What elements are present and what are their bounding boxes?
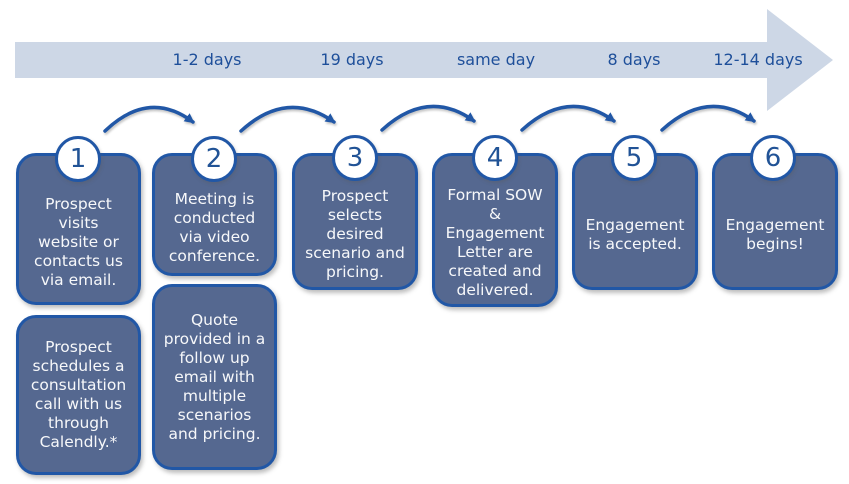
step-circle-2: 2 (191, 136, 237, 182)
step-circle-6: 6 (750, 135, 796, 181)
timeline-arrow-shaft (15, 42, 768, 78)
flow-arrow-1-2 (103, 105, 195, 133)
flow-arrow-5-6 (660, 104, 756, 132)
step-circle-1: 1 (55, 136, 101, 182)
sub-step-box-1: Prospect schedules a consultation call w… (16, 315, 141, 475)
step-circle-4: 4 (472, 135, 518, 181)
flow-arrow-4-5 (520, 104, 616, 132)
duration-label-4: 8 days (607, 50, 661, 69)
timeline-arrowhead-icon (767, 9, 833, 111)
flow-arrows (103, 104, 756, 133)
duration-label-5: 12-14 days (713, 50, 803, 69)
duration-label-2: 19 days (320, 50, 384, 69)
duration-label-3: same day (456, 50, 536, 69)
step-circle-3: 3 (332, 135, 378, 181)
flow-arrow-3-4 (380, 104, 476, 132)
duration-label-1: 1-2 days (172, 50, 242, 69)
step-circle-5: 5 (611, 135, 657, 181)
sub-step-box-2: Quote provided in a follow up email with… (152, 284, 277, 470)
step-box-1: Prospect visits website or contacts us v… (16, 153, 141, 305)
flow-arrow-2-3 (239, 105, 336, 133)
